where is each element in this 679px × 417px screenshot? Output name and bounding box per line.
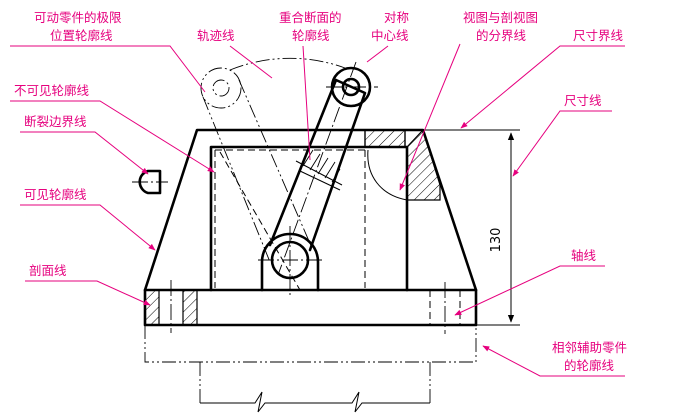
annotations: 可动零件的极限 位置轮廓线 轨迹线 重合断面的 轮廓线 对称 中心线 视图与剖视… [10,10,627,377]
label-invisible: 不可见轮廓线 [14,83,90,98]
label-adjacent-2: 的轮廓线 [564,358,615,373]
label-coincident-2: 轮廓线 [292,28,330,43]
dimension-value: 130 [489,228,504,253]
link-axis [277,61,357,276]
limit-link [202,79,313,263]
label-movable-limit-1: 可动零件的极限 [34,10,122,25]
label-coincident-1: 重合断面的 [279,10,342,25]
broken-shaft [132,169,168,195]
adjacent-part-outline [144,325,477,363]
section-boundary-wave [367,149,408,201]
hidden-outline [214,149,366,288]
label-dimension: 尺寸线 [564,93,602,108]
label-symmetry-1: 对称 [384,10,409,25]
top-notch-section [364,129,406,148]
label-view-boundary-2: 的分界线 [476,28,527,43]
label-section-line: 剖面线 [29,263,67,278]
base-left-section-b [182,289,198,326]
adjacent-part-lower [199,362,431,403]
label-symmetry-2: 中心线 [371,28,409,43]
limit-top-boss [200,67,242,109]
hidden-slope-line [219,151,301,291]
trajectory-arc [229,57,346,71]
label-extension: 尺寸界线 [573,28,624,43]
limit-top-hole [212,79,230,97]
label-trajectory: 轨迹线 [197,28,235,43]
base-left-section-a [144,289,160,326]
label-movable-limit-2: 位置轮廓线 [50,28,113,43]
label-axis: 轴线 [571,248,597,263]
label-visible: 可见轮廓线 [24,187,87,202]
label-adjacent-1: 相邻辅助零件 [552,340,627,355]
label-break: 断裂边界线 [24,114,87,129]
coincident-section [295,149,343,191]
break-line-bottom [200,391,430,413]
inner-cavity-outline [209,145,409,292]
part-drawing: 130 [132,57,520,413]
base-right-hole-hidden [429,290,461,325]
label-view-boundary-1: 视图与剖视图 [463,10,538,25]
movable-link [268,78,367,252]
right-wall-section [406,128,441,201]
